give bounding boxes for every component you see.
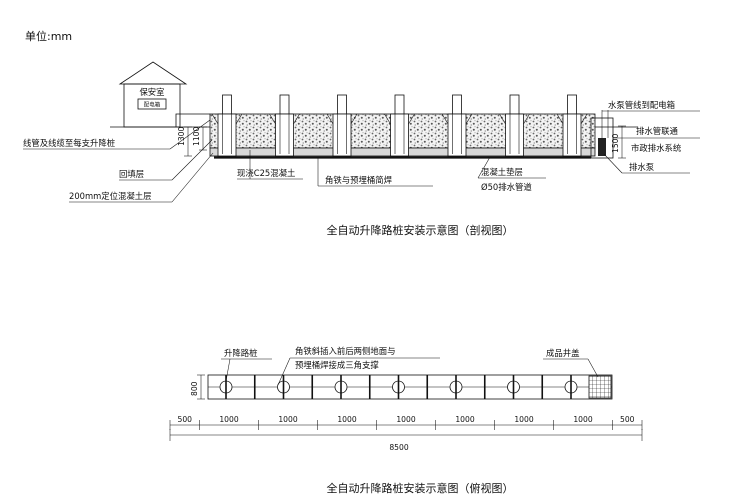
plan-post	[392, 375, 429, 399]
lifting-post	[269, 94, 300, 157]
label-pump: 排水泵	[629, 162, 655, 172]
lifting-post	[441, 94, 473, 157]
label-base-concrete: 200mm定位混凝土层	[69, 191, 152, 201]
label-drain-pipe: Ø50排水管道	[481, 182, 532, 192]
right-callouts: 水泵管线到配电箱 排水管联通 市政排水系统 排水泵	[602, 100, 700, 174]
embedded-sleeve	[562, 113, 582, 157]
segment-label: 1000	[219, 415, 238, 424]
angle-brace	[408, 113, 415, 125]
embedded-sleeve	[447, 113, 467, 157]
cable-conduit	[175, 113, 210, 127]
plan-view: 800 升降路桩 角铁斜插入前后两侧地面与 预埋桶焊接成三角支撑 成品井盖 50…	[169, 346, 643, 495]
dim-800: 800	[190, 381, 199, 396]
dim-total: 8500	[389, 443, 408, 452]
plan-post	[334, 375, 371, 399]
lifting-posts	[211, 94, 588, 157]
lifting-post	[499, 94, 530, 157]
post-head	[337, 94, 347, 115]
lifting-post	[556, 94, 588, 157]
angle-brace	[384, 113, 391, 125]
angle-brace	[556, 113, 564, 125]
plan-post	[507, 375, 544, 399]
dim-1500: 1500	[611, 134, 620, 153]
segment-label: 500	[620, 415, 635, 424]
guard-house-label: 保安室	[139, 87, 164, 97]
post-head	[279, 94, 290, 115]
angle-brace	[326, 113, 334, 125]
label-backfill: 回填层	[119, 169, 144, 179]
label-brace-1: 角铁斜插入前后两侧地面与	[295, 346, 396, 356]
post-head	[452, 94, 462, 115]
angle-brace	[441, 113, 449, 125]
post-head	[394, 94, 405, 115]
post-head	[222, 94, 232, 115]
section-dims-right: 1500	[611, 125, 626, 159]
plan-post	[449, 375, 486, 399]
lifting-post	[211, 94, 243, 157]
lifting-post	[384, 94, 415, 157]
bottom-callouts: 现浇C25混凝土 角铁与预埋桶简焊 混凝土垫层 Ø50排水管道	[237, 150, 546, 192]
angle-brace	[269, 113, 276, 125]
post-head	[567, 94, 577, 115]
label-cast-c25: 现浇C25混凝土	[237, 168, 295, 178]
plan-posts	[219, 375, 578, 399]
angle-brace	[293, 113, 300, 125]
guard-house: 保安室 配电箱	[118, 61, 188, 128]
embedded-sleeve	[217, 113, 237, 157]
angle-brace	[580, 113, 588, 125]
section-dims-left: 1300 1100	[177, 127, 207, 157]
angle-brace	[211, 113, 219, 125]
dim-1300: 1300	[177, 127, 186, 146]
label-angle-steel: 角铁与预埋桶简焊	[325, 175, 393, 185]
segment-label: 1000	[278, 415, 297, 424]
post-head	[509, 94, 520, 115]
section-caption: 全自动升降路桩安装示意图（剖视图）	[327, 223, 514, 237]
distribution-box-label: 配电箱	[144, 101, 161, 109]
label-drain-connect-2: 市政排水系统	[631, 143, 682, 153]
pump-body	[598, 138, 606, 156]
distribution-box	[137, 98, 167, 110]
lifting-post	[326, 94, 358, 157]
label-cable: 线管及线缆至每支升降桩	[23, 138, 116, 148]
angle-brace	[499, 113, 506, 125]
angle-brace	[465, 113, 473, 125]
angle-brace	[523, 113, 530, 125]
trench	[209, 94, 596, 159]
angle-brace	[235, 113, 243, 125]
segment-dims: 500 1000 1000 1000 1000 1000 1000 1000 500	[169, 415, 643, 430]
embedded-sleeve	[390, 113, 409, 157]
segment-label: 1000	[396, 415, 415, 424]
left-callouts: 线管及线缆至每支升降桩 回填层 200mm定位混凝土层	[23, 119, 214, 203]
segment-label: 1000	[514, 415, 533, 424]
label-manhole: 成品井盖	[546, 348, 580, 358]
label-brace-2: 预埋桶焊接成三角支撑	[295, 360, 379, 370]
plan-caption: 全自动升降路桩安装示意图（俯视图）	[327, 481, 514, 495]
embedded-sleeve	[505, 113, 524, 157]
plan-post	[564, 375, 578, 399]
label-cushion: 混凝土垫层	[481, 167, 523, 177]
segment-label: 1000	[573, 415, 592, 424]
dim-1100: 1100	[192, 127, 201, 146]
label-post: 升降路桩	[224, 348, 258, 358]
plan-post	[277, 375, 314, 399]
manhole-cover	[588, 375, 612, 399]
embedded-sleeve	[332, 113, 352, 157]
segment-label: 1000	[455, 415, 474, 424]
embedded-sleeve	[275, 113, 294, 157]
section-view: 保安室 配电箱 1300	[23, 61, 700, 237]
unit-label: 单位:mm	[25, 29, 72, 43]
label-pump-cable: 水泵管线到配电箱	[608, 100, 675, 110]
segment-label: 1000	[337, 415, 356, 424]
angle-brace	[350, 113, 358, 125]
segment-label: 500	[178, 415, 193, 424]
label-drain-connect-1: 排水管联通	[636, 126, 678, 136]
